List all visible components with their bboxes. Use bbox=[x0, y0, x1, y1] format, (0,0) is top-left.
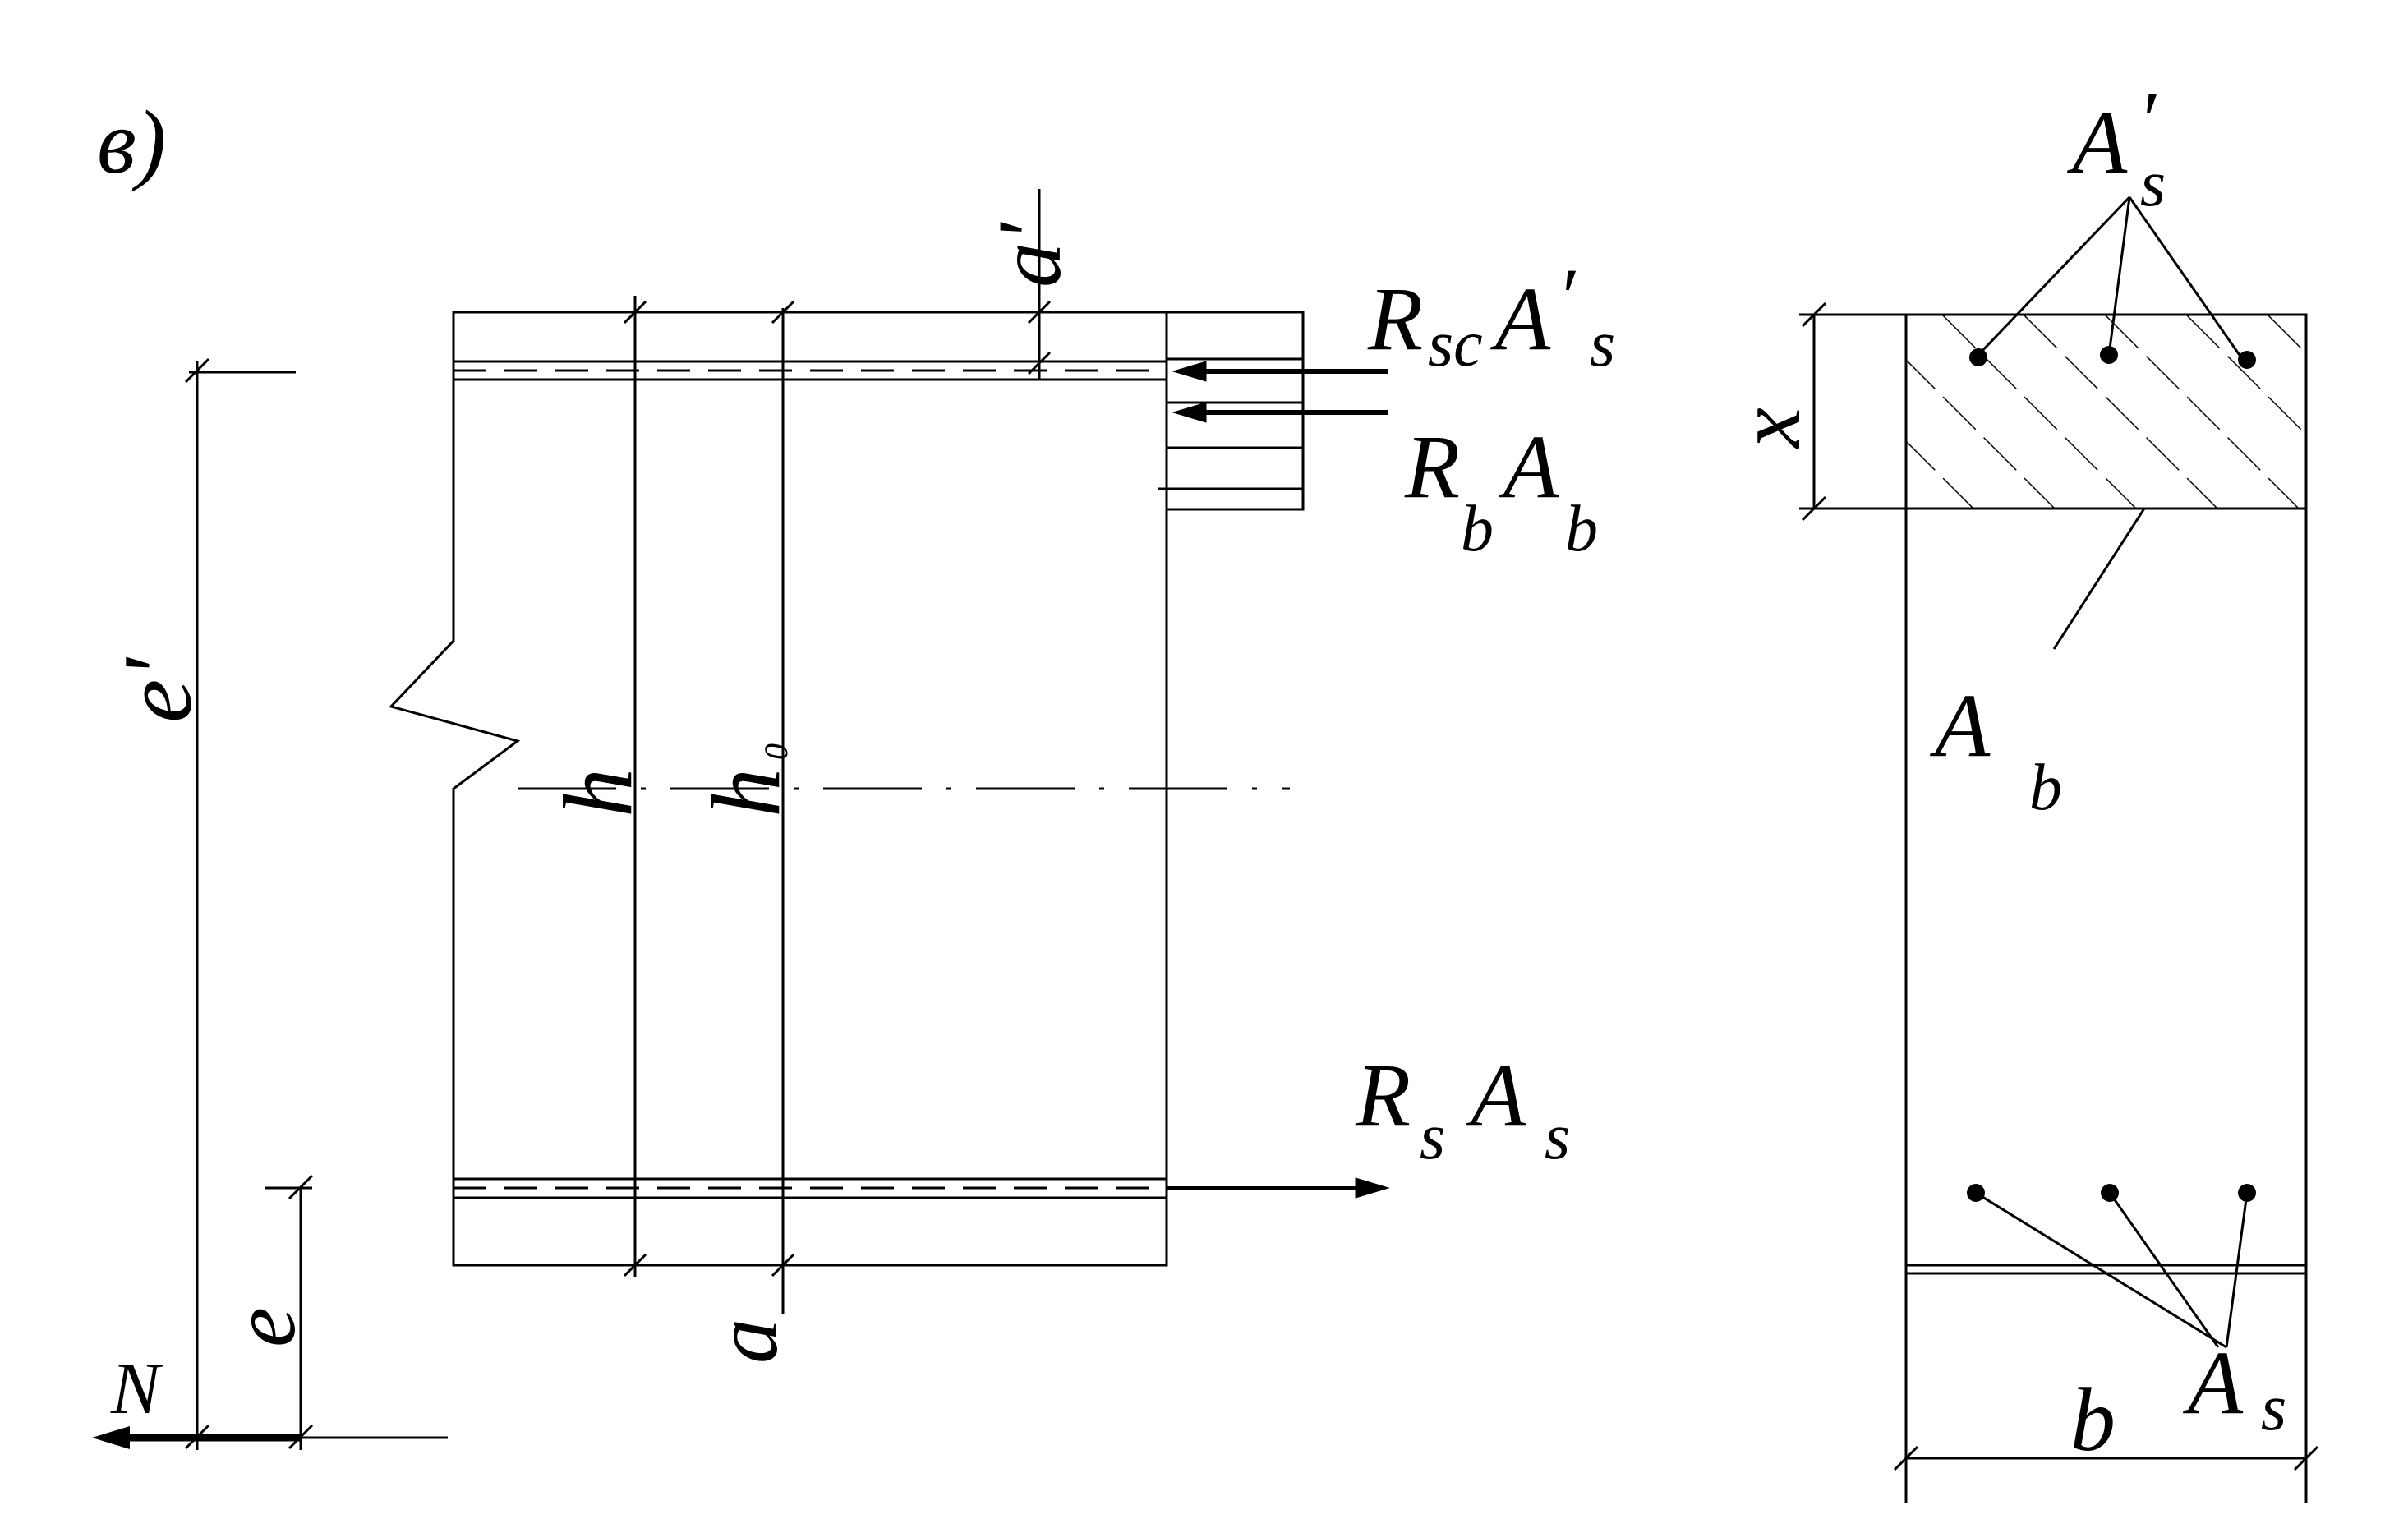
label-x: x bbox=[1719, 407, 1819, 449]
svg-text:A: A bbox=[1465, 1045, 1526, 1145]
label-N: N bbox=[110, 1348, 164, 1429]
svg-text:A: A bbox=[2182, 1333, 2244, 1433]
label-b: b bbox=[2070, 1369, 2116, 1470]
svg-text:b: b bbox=[2029, 752, 2062, 824]
svg-text:s: s bbox=[1420, 1101, 1445, 1173]
svg-text:R: R bbox=[1355, 1045, 1411, 1145]
bottom-bar-3 bbox=[2238, 1184, 2256, 1202]
svg-text:sc: sc bbox=[1428, 308, 1483, 380]
svg-text:R: R bbox=[1404, 417, 1460, 517]
force-N-arrow bbox=[92, 1426, 301, 1449]
label-Rsc-As-prime: R sc A ′ s bbox=[1367, 251, 1615, 380]
compression-zone-hatched bbox=[1904, 313, 2308, 510]
label-h: h bbox=[543, 768, 652, 817]
svg-text:A: A bbox=[1498, 417, 1559, 517]
label-e: e bbox=[214, 1307, 314, 1347]
svg-text:s: s bbox=[1545, 1101, 1570, 1173]
element-elevation bbox=[99, 189, 1305, 1450]
section-outline bbox=[1904, 313, 2308, 1267]
svg-text:s: s bbox=[1590, 308, 1615, 380]
label-a: a bbox=[696, 1319, 796, 1364]
label-As: A s bbox=[2182, 1333, 2286, 1444]
svg-text:′: ′ bbox=[2138, 75, 2157, 166]
rebar-dots bbox=[1967, 346, 2256, 1202]
label-a-prime: a' bbox=[979, 221, 1080, 288]
bottom-bar-2 bbox=[2101, 1184, 2119, 1202]
svg-text:b: b bbox=[1565, 493, 1598, 565]
label-Rb-Ab: R b A b bbox=[1404, 417, 1598, 565]
cross-section bbox=[1799, 196, 2319, 1503]
top-bar-3 bbox=[2238, 351, 2256, 369]
svg-text:R: R bbox=[1367, 269, 1423, 369]
top-bar-1 bbox=[1969, 348, 1987, 366]
label-h0: h bbox=[691, 768, 800, 817]
label-e-prime: e' bbox=[103, 656, 212, 723]
label-Ab: A b bbox=[1929, 675, 2062, 824]
svg-text:A: A bbox=[1929, 675, 1991, 776]
svg-text:A: A bbox=[1489, 269, 1551, 369]
label-As-prime: A ′ s bbox=[2066, 75, 2166, 220]
svg-text:b: b bbox=[1461, 493, 1494, 565]
svg-text:A: A bbox=[2066, 92, 2128, 192]
force-arrows bbox=[1167, 361, 1390, 1199]
svg-text:s: s bbox=[2140, 148, 2166, 220]
svg-text:′: ′ bbox=[1557, 251, 1577, 343]
label-Rs-As: R s A s bbox=[1355, 1045, 1570, 1173]
bottom-bar-1 bbox=[1967, 1184, 1985, 1202]
label-h0-sub: 0 bbox=[757, 743, 794, 760]
top-bar-2 bbox=[2100, 346, 2118, 364]
figure-label: в) bbox=[97, 92, 166, 192]
element-outline bbox=[389, 311, 1168, 1267]
svg-text:s: s bbox=[2261, 1372, 2286, 1444]
